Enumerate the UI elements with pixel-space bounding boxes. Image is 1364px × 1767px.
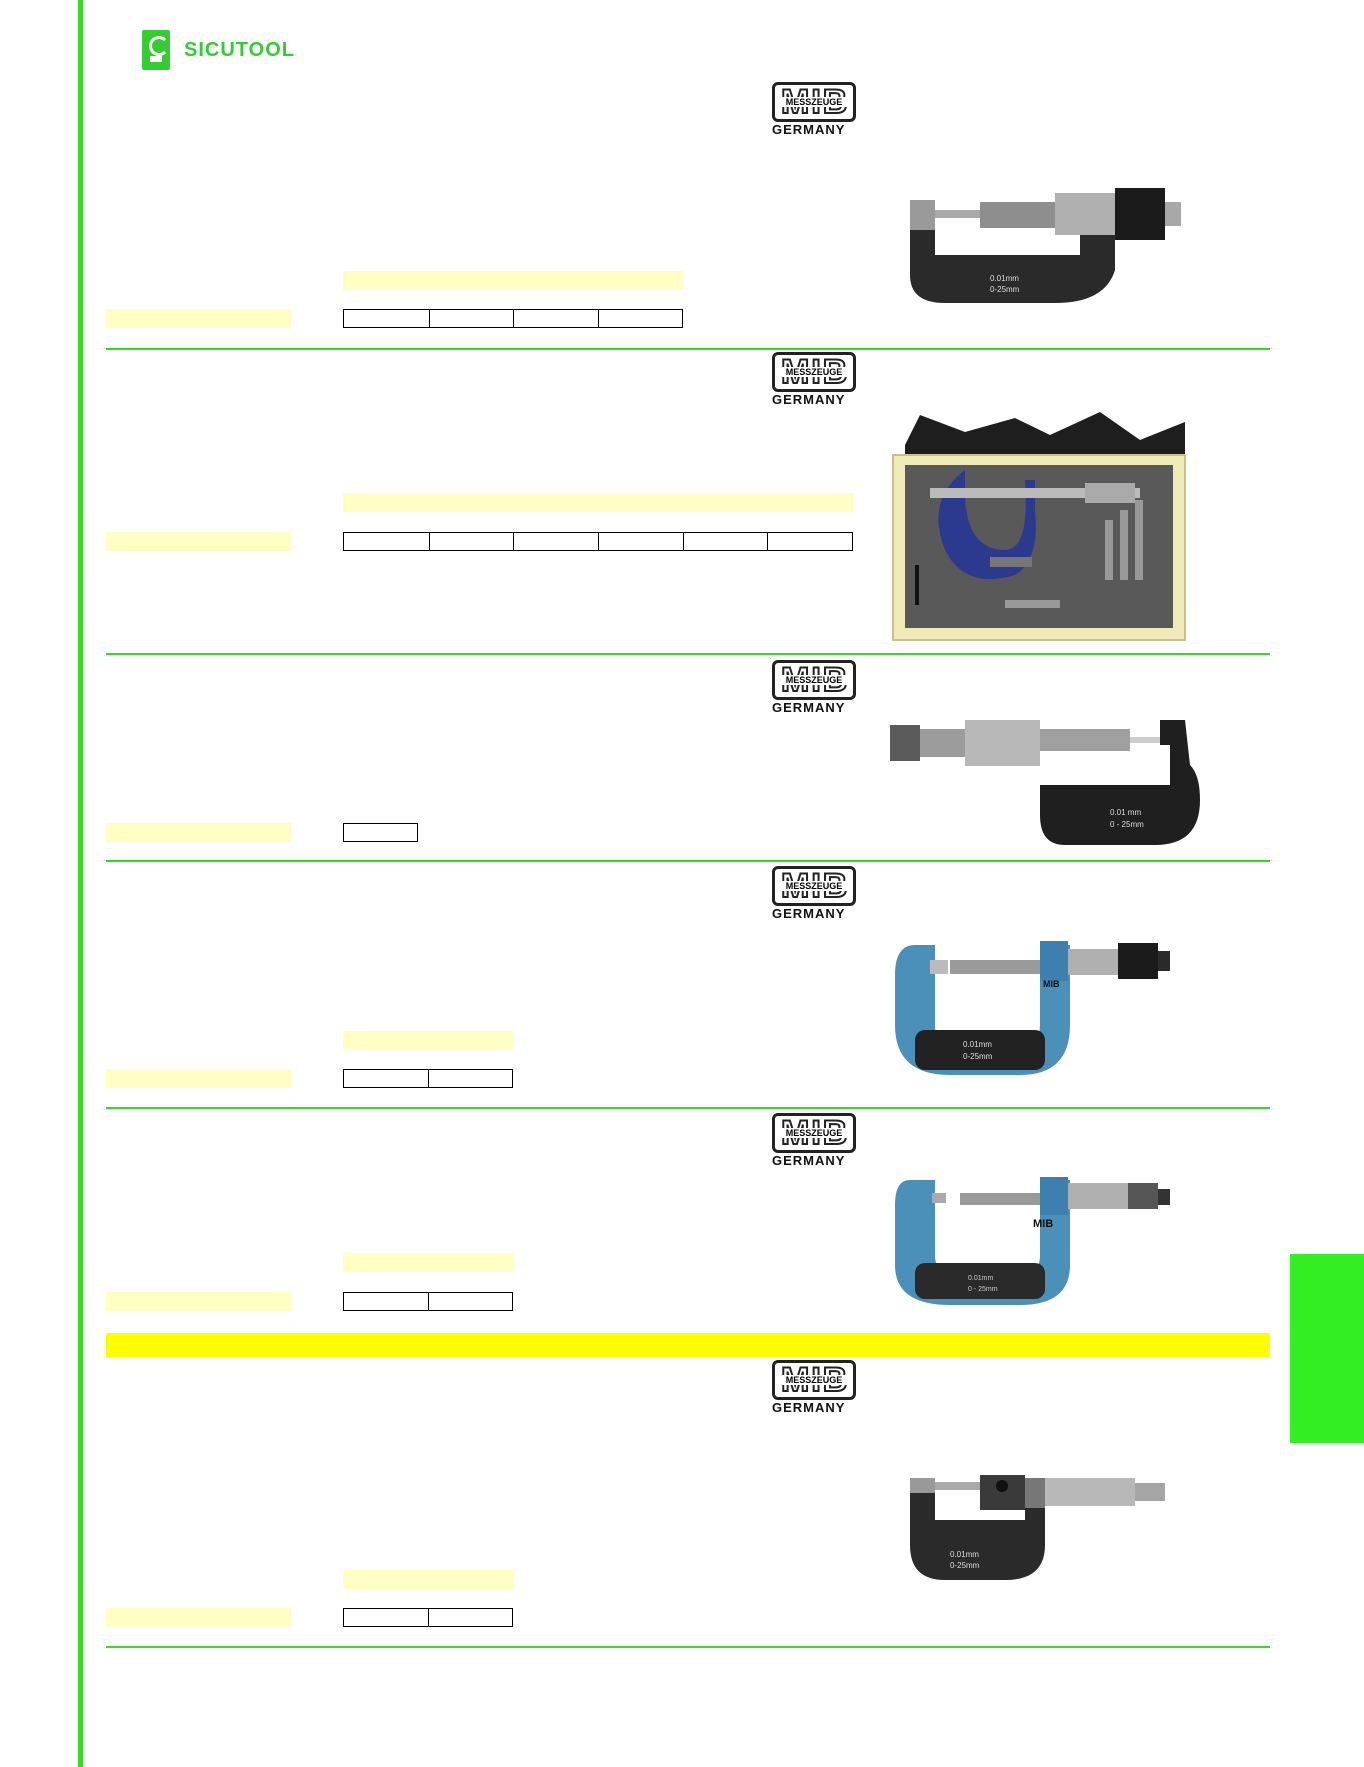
order-cell bbox=[344, 310, 429, 327]
scale-text: 0.01mm bbox=[990, 274, 1019, 283]
sicutool-logo-icon bbox=[142, 30, 170, 70]
order-label-bar bbox=[106, 1292, 291, 1311]
scale-text: 0.01mm bbox=[950, 1550, 979, 1559]
order-cell bbox=[344, 1070, 428, 1087]
brand-name: SICUTOOL bbox=[184, 38, 295, 61]
micrometer-image-4: 0.01mm 0-25mm MIB bbox=[895, 941, 1170, 1075]
order-label-bar bbox=[106, 823, 291, 842]
micrometer-image-1: 0.01mm 0-25mm bbox=[910, 188, 1181, 303]
chapter-tab[interactable] bbox=[1290, 1254, 1364, 1443]
highlight-band bbox=[106, 1333, 1270, 1357]
section-divider bbox=[106, 860, 1270, 862]
micrometer-image-5: 0.01mm 0 - 25mm MIB bbox=[895, 1177, 1170, 1305]
order-cells bbox=[343, 823, 418, 842]
order-label-bar bbox=[106, 532, 291, 551]
mib-country: GERMANY bbox=[772, 392, 846, 407]
product-section-2 bbox=[106, 350, 1270, 655]
left-accent-rail bbox=[78, 0, 83, 1767]
product-section-5 bbox=[106, 1109, 1270, 1333]
scale-text: 0.01 mm bbox=[1110, 808, 1141, 817]
product-section-3 bbox=[106, 655, 1270, 860]
scale-text: 0.01mm bbox=[963, 1040, 992, 1049]
table-header-bar bbox=[343, 1253, 513, 1272]
micrometer-image-6: 0.01mm 0-25mm bbox=[910, 1475, 1165, 1580]
product-section-1 bbox=[106, 60, 1270, 350]
section-divider bbox=[106, 1646, 1270, 1648]
order-cell bbox=[513, 533, 598, 550]
order-label-bar bbox=[106, 1608, 291, 1627]
order-cell bbox=[428, 1070, 512, 1087]
order-cells bbox=[343, 1608, 513, 1627]
order-cell bbox=[344, 1609, 428, 1626]
mib-country: GERMANY bbox=[772, 122, 846, 137]
scale-text: 0.01mm bbox=[968, 1275, 993, 1282]
table-header-bar bbox=[343, 493, 853, 512]
frame-mark-text: MIB bbox=[1043, 979, 1060, 989]
order-cells bbox=[343, 1292, 513, 1311]
order-cell bbox=[344, 533, 429, 550]
mib-country: GERMANY bbox=[772, 1400, 846, 1415]
order-cell bbox=[344, 1293, 428, 1310]
sicutool-logo: SICUTOOL bbox=[142, 28, 295, 72]
product-section-4 bbox=[106, 862, 1270, 1107]
order-cell bbox=[513, 310, 598, 327]
range-text: 0-25mm bbox=[990, 285, 1020, 294]
section-divider bbox=[106, 1107, 1270, 1109]
order-cells bbox=[343, 1069, 513, 1088]
order-cell bbox=[428, 310, 514, 327]
table-header-bar bbox=[343, 1570, 513, 1589]
order-cells bbox=[343, 532, 853, 551]
range-text: 0 - 25mm bbox=[1110, 820, 1144, 829]
mib-country: GERMANY bbox=[772, 1153, 846, 1168]
order-cell bbox=[597, 310, 683, 327]
mib-country: GERMANY bbox=[772, 906, 846, 921]
order-cell bbox=[428, 533, 514, 550]
frame-mark-text: MIB bbox=[1033, 1218, 1053, 1230]
micrometer-image-3: 0.01 mm 0 - 25mm bbox=[890, 720, 1200, 845]
order-cell bbox=[428, 1609, 512, 1626]
order-cell bbox=[428, 1293, 512, 1310]
micrometer-set-case-image bbox=[892, 412, 1186, 641]
order-cell bbox=[344, 824, 417, 841]
mib-country: GERMANY bbox=[772, 700, 846, 715]
order-cell bbox=[598, 533, 683, 550]
product-section-6 bbox=[106, 1357, 1270, 1647]
range-text: 0-25mm bbox=[950, 1561, 980, 1570]
order-label-bar bbox=[106, 1069, 291, 1088]
order-cells bbox=[343, 309, 683, 328]
section-divider bbox=[106, 653, 1270, 655]
order-label-bar bbox=[106, 309, 291, 328]
order-cell bbox=[682, 533, 768, 550]
order-cell bbox=[767, 533, 852, 550]
range-text: 0 - 25mm bbox=[968, 1286, 998, 1293]
table-header-bar bbox=[343, 1031, 513, 1050]
range-text: 0-25mm bbox=[963, 1052, 993, 1061]
table-header-bar bbox=[343, 271, 683, 290]
section-divider bbox=[106, 348, 1270, 350]
